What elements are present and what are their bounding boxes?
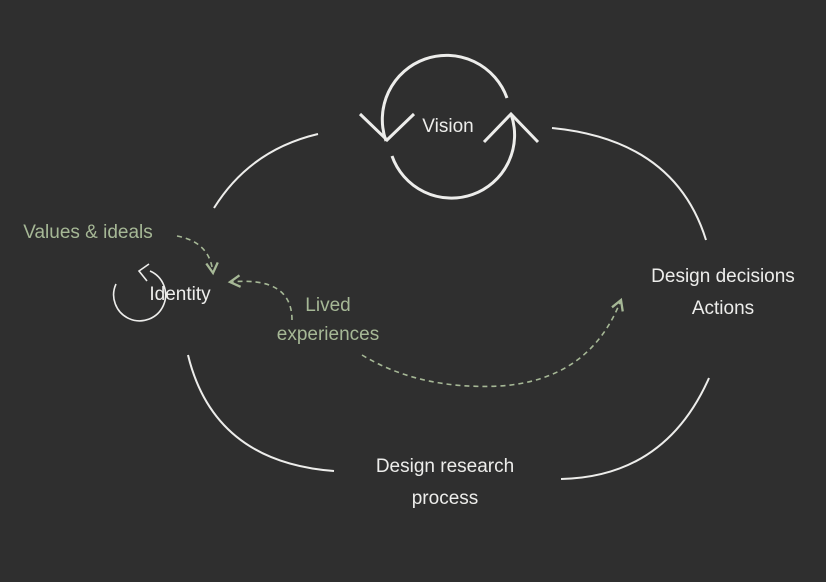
arc-decisions-to-research (560, 377, 710, 480)
design-research-text-line1: Design research (375, 456, 515, 477)
arrow-lived-to-identity (227, 274, 293, 321)
design-research-label: Design research process (350, 451, 540, 515)
design-research-text-line2: process (411, 488, 479, 509)
vision-label: Vision (404, 111, 492, 143)
arrow-lived-to-decisions (361, 297, 624, 388)
arc-identity-to-vision (213, 133, 319, 209)
lived-experiences-label: Lived experiences (258, 291, 398, 349)
arc-research-to-identity (187, 354, 335, 472)
counterclockwise-loop-arrow-icon (112, 263, 167, 322)
actions-text: Actions (691, 298, 755, 319)
cycle-arrows-icon (358, 53, 540, 200)
design-decisions-text: Design decisions (651, 266, 795, 287)
values-ideals-label: Values & ideals (8, 217, 168, 249)
arrow-values-to-identity (176, 235, 219, 276)
values-ideals-text: Values & ideals (23, 222, 153, 243)
arc-vision-to-decisions (551, 127, 707, 241)
identity-text: Identity (149, 284, 211, 305)
design-decisions-label: Design decisions Actions (628, 261, 818, 325)
vision-text: Vision (422, 116, 474, 137)
lived-text-line2: experiences (276, 324, 380, 345)
identity-label: Identity (132, 279, 228, 311)
lived-text-line1: Lived (305, 295, 351, 316)
